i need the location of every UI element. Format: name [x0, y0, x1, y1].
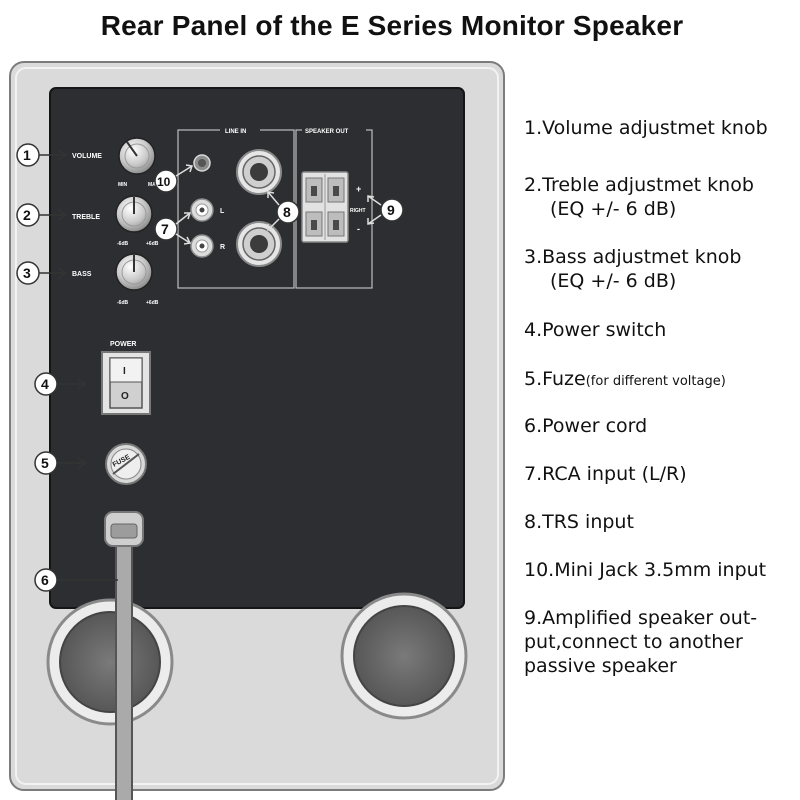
callout-10	[154, 164, 193, 193]
speaker-plus-label: +	[356, 184, 361, 194]
callout-3-number: 3	[23, 265, 31, 281]
line-in-label: LINE IN	[225, 129, 246, 135]
speaker-right-label: RIGHT	[350, 208, 366, 214]
control-panel	[49, 87, 465, 609]
legend-item-treble-eq: (EQ +/- 6 dB)	[550, 198, 677, 220]
callout-7	[154, 212, 192, 245]
callout-5	[34, 451, 88, 475]
legend-item-power-cord: 6.Power cord	[524, 415, 648, 437]
volume-min-label: MIN	[118, 182, 128, 188]
legend-item-treble: 2.Treble adjustmet knob (EQ +/- 6 dB)	[524, 173, 754, 221]
legend-item-treble-title: 2.Treble adjustmet knob	[524, 174, 754, 196]
legend-item-volume: 1.Volume adjustmet knob	[524, 117, 768, 139]
legend-item-bass-title: 3.Bass adjustmet knob	[524, 246, 742, 268]
trs-input-top[interactable]	[236, 149, 282, 195]
mini-jack-input[interactable]	[193, 154, 211, 172]
callout-6-number: 6	[41, 572, 49, 588]
bass-high-label: +6dB	[146, 300, 159, 306]
callout-4	[34, 372, 88, 396]
callout-1-number: 1	[23, 147, 31, 163]
legend-item-fuse-title: 5.Fuze	[524, 368, 586, 390]
treble-label: TREBLE	[72, 214, 100, 221]
power-label: POWER	[110, 341, 136, 348]
legend-item-fuse-note: (for different voltage)	[585, 374, 726, 389]
rca-left-label: L	[220, 208, 225, 215]
speaker-out-label: SPEAKER OUT	[305, 129, 349, 135]
treble-knob[interactable]	[115, 195, 153, 233]
power-on-mark: I	[123, 366, 126, 377]
volume-knob[interactable]	[118, 137, 156, 175]
callout-4-number: 4	[41, 376, 49, 392]
callout-2	[16, 203, 68, 227]
legend-item-bass: 3.Bass adjustmet knob (EQ +/- 6 dB)	[524, 245, 741, 293]
rca-input-left[interactable]	[190, 198, 214, 222]
speaker-output-terminal[interactable]	[301, 171, 349, 243]
legend-item-fuse: 5.Fuze(for different voltage)	[524, 367, 726, 394]
trs-input-bottom[interactable]	[236, 221, 282, 267]
callout-10-number: 10	[157, 175, 171, 189]
fuse-holder[interactable]	[105, 443, 147, 485]
callout-8	[267, 191, 300, 231]
legend-item-speaker-output: 9.Amplified speaker out-put,connect to a…	[524, 607, 758, 677]
rca-right-label: R	[220, 244, 225, 251]
treble-low-label: -6dB	[117, 241, 129, 247]
callout-1	[16, 143, 68, 167]
legend-item-rca: 7.RCA input (L/R)	[524, 463, 687, 485]
legend-item-trs: 8.TRS input	[524, 511, 634, 533]
legend-item-bass-eq: (EQ +/- 6 dB)	[550, 270, 677, 292]
callout-8-number: 8	[283, 204, 291, 220]
volume-max-label: MAX	[148, 182, 160, 188]
power-switch[interactable]	[101, 351, 151, 415]
bass-knob[interactable]	[115, 253, 153, 291]
volume-label: VOLUME	[72, 153, 102, 160]
bass-low-label: -6dB	[117, 300, 129, 306]
cabinet-inner-edge	[15, 67, 499, 785]
bass-port-right	[340, 592, 468, 720]
callout-9	[367, 195, 404, 225]
page-title: Rear Panel of the E Series Monitor Speak…	[100, 10, 684, 41]
callout-5-number: 5	[41, 455, 49, 471]
callout-6	[34, 568, 118, 592]
treble-high-label: +6dB	[146, 241, 159, 247]
callout-7-number: 7	[161, 221, 169, 237]
power-cord-socket	[104, 511, 144, 547]
callout-9-number: 9	[387, 202, 395, 218]
bass-label: BASS	[72, 271, 92, 278]
power-off-mark: O	[121, 391, 129, 402]
legend-item-power-switch: 4.Power switch	[524, 319, 667, 341]
bass-port-left	[46, 598, 174, 726]
legend-item-mini-jack: 10.Mini Jack 3.5mm input	[524, 559, 767, 581]
rca-input-right[interactable]	[190, 234, 214, 258]
callout-3	[16, 261, 68, 285]
callout-2-number: 2	[23, 207, 31, 223]
speaker-minus-label: -	[357, 224, 360, 234]
